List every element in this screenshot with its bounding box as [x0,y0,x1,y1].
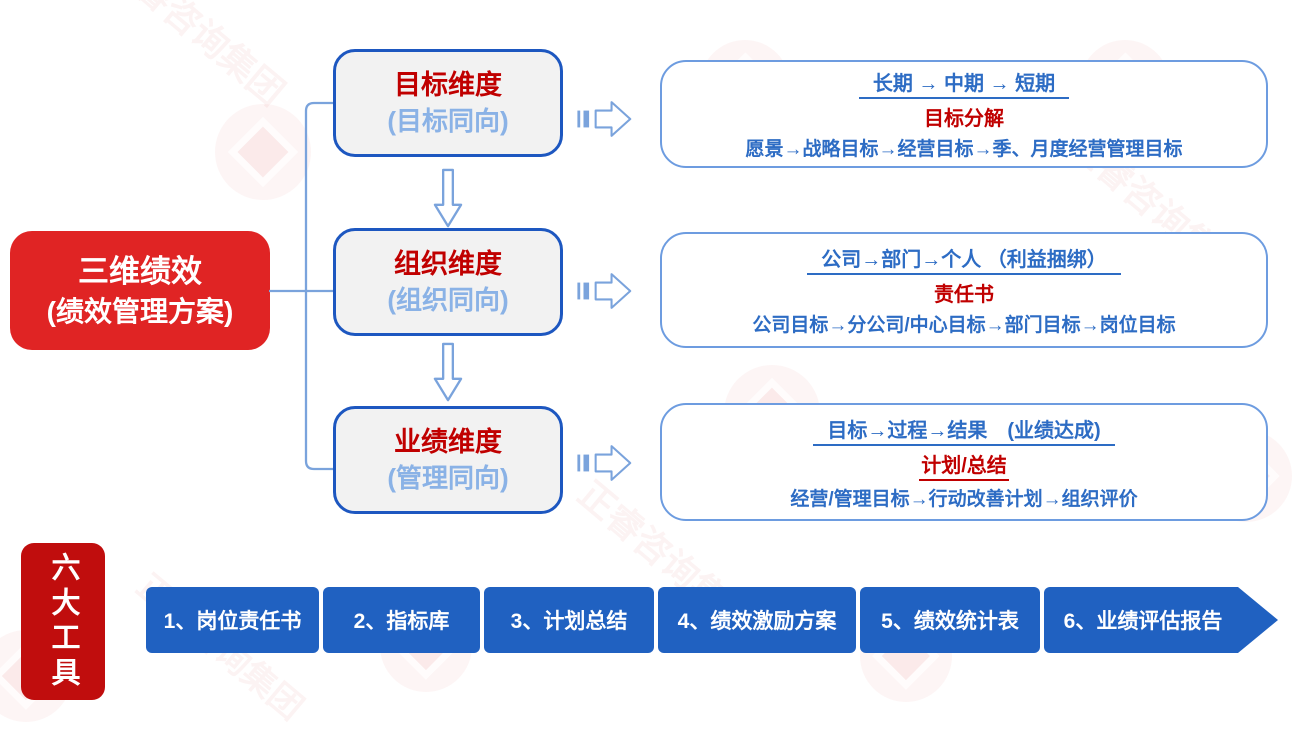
tool-item-5: 5、绩效统计表 [860,587,1040,653]
detail-box-goal: 长期 → 中期 → 短期 目标分解 愿景→战略目标→经营目标→季、月度经营管理目… [660,60,1268,168]
tool-item-2: 2、指标库 [323,587,480,653]
bracket-connector [269,101,334,471]
main-theme-box: 三维绩效 (绩效管理方案) [10,231,270,350]
detail-line1: 公司→部门→个人 （利益捆绑） [807,243,1121,275]
tool-item-4: 4、绩效激励方案 [658,587,856,653]
dimension-box-organization: 组织维度 (组织同向) [333,228,563,336]
detail-line2: 责任书 [934,284,994,306]
detail-line3: 公司目标→分公司/中心目标→部门目标→岗位目标 [752,315,1176,336]
detail-box-performance: 目标→过程→结果 (业绩达成) 计划/总结 经营/管理目标→行动改善计划→组织评… [660,403,1268,521]
detail-line2: 计划/总结 [919,449,1009,481]
six-tools-label-box: 六大工具 [21,543,105,700]
down-arrow-icon [433,342,463,402]
detail-line3: 经营/管理目标→行动改善计划→组织评价 [790,488,1138,510]
detail-line3: 愿景→战略目标→经营目标→季、月度经营管理目标 [745,139,1183,160]
right-arrow-icon [577,101,632,137]
main-theme-title: 三维绩效 [78,253,202,289]
dimension-box-goal: 目标维度 (目标同向) [333,49,563,157]
dimension-subtitle: (目标同向) [387,105,509,136]
dimension-title: 组织维度 [394,249,502,280]
detail-line2: 目标分解 [924,108,1004,130]
tool-item-1: 1、岗位责任书 [146,587,319,653]
dimension-title: 业绩维度 [394,427,502,458]
tools-band: 1、岗位责任书 2、指标库 3、计划总结 4、绩效激励方案 5、绩效统计表 6、… [0,587,1300,653]
tool-item-6: 6、业绩评估报告 [1044,587,1278,653]
dimension-subtitle: (管理同向) [387,462,509,493]
dimension-box-performance: 业绩维度 (管理同向) [333,406,563,514]
dimension-title: 目标维度 [394,70,502,101]
main-theme-subtitle: (绩效管理方案) [46,295,234,327]
dimension-subtitle: (组织同向) [387,284,509,315]
right-arrow-icon [577,273,632,309]
six-tools-label: 六大工具 [47,551,79,692]
detail-box-organization: 公司→部门→个人 （利益捆绑） 责任书 公司目标→分公司/中心目标→部门目标→岗… [660,232,1268,348]
tool-item-3: 3、计划总结 [484,587,654,653]
right-arrow-icon [577,445,632,481]
detail-line1: 长期 → 中期 → 短期 [858,67,1070,99]
detail-line1: 目标→过程→结果 (业绩达成) [813,414,1115,446]
down-arrow-icon [433,168,463,228]
